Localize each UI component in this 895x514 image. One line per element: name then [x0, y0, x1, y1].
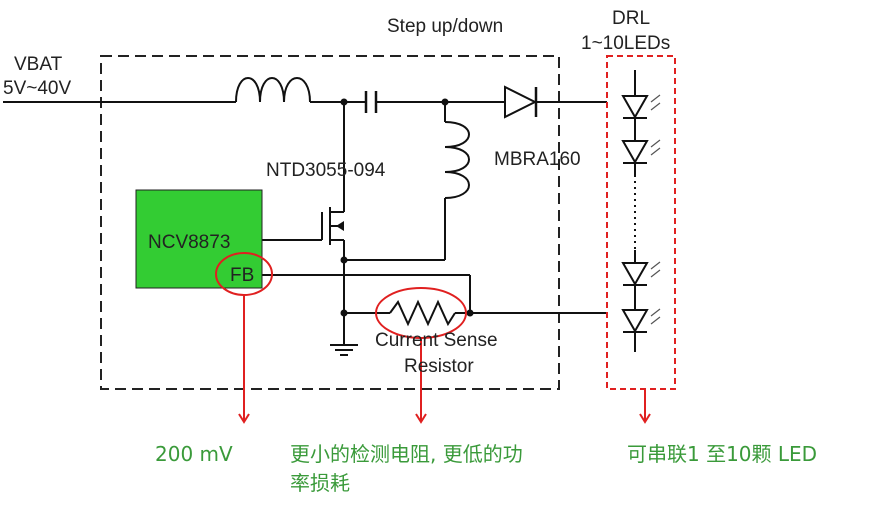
led-count-note: 可串联1 至10颗 LED: [627, 442, 817, 466]
drl-label: DRL: [612, 8, 650, 29]
current-sense-resistor: [389, 299, 456, 327]
converter-title: Step up/down: [387, 16, 503, 37]
vbat-range-label: 5V~40V: [3, 78, 71, 99]
output-inductor: [444, 121, 470, 199]
controller-block: [135, 189, 263, 289]
fb-voltage-note: 200 mV: [155, 442, 233, 466]
resistor-label-line2: Resistor: [404, 356, 474, 377]
diode-label: MBRA160: [494, 149, 581, 170]
resistor-label: Current Sense: [375, 330, 498, 351]
ground-symbol: [330, 344, 358, 356]
power-wires: [262, 101, 607, 345]
converter-boundary: [100, 55, 560, 390]
fb-pin-label: FB: [230, 265, 254, 286]
led-1: [621, 94, 661, 120]
node-dots: [340, 98, 474, 317]
led-9: [621, 261, 661, 287]
mosfet: [321, 207, 345, 245]
led-string-box: [606, 55, 676, 390]
series-capacitor: [364, 91, 378, 113]
drl-count-label: 1~10LEDs: [581, 33, 670, 54]
vbat-label: VBAT: [14, 54, 63, 75]
resistor-note: 更小的检测电阻, 更低的功: [290, 442, 523, 466]
resistor-note-line2: 率损耗: [290, 471, 350, 495]
annotation-arrows: [238, 295, 651, 424]
mosfet-label: NTD3055-094: [266, 160, 386, 181]
controller-label: NCV8873: [148, 232, 230, 253]
input-inductor: [235, 77, 311, 103]
led-10: [621, 308, 661, 334]
output-diode: [504, 85, 538, 119]
led-2: [621, 139, 661, 165]
